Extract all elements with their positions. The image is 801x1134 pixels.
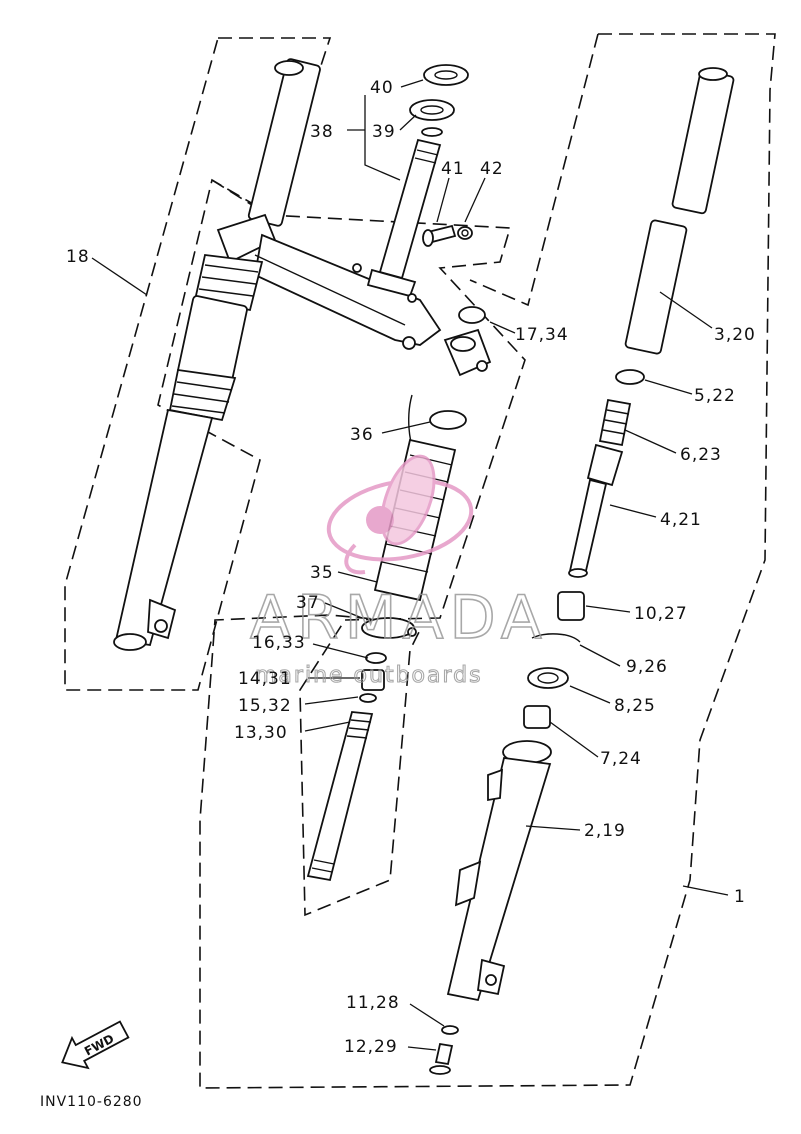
fwd-arrow-icon: FWD xyxy=(61,1020,130,1070)
callout-7-24: 7,24 xyxy=(600,749,642,769)
callout-3-20: 3,20 xyxy=(714,325,756,345)
steering-stem xyxy=(366,64,469,303)
callout-4-21: 4,21 xyxy=(660,510,702,530)
callout-39: 39 xyxy=(372,122,396,142)
callout-35: 35 xyxy=(310,563,334,583)
callout-41: 41 xyxy=(441,159,465,179)
watermark: ARMADA marine outboards xyxy=(249,454,548,689)
right-small-parts xyxy=(523,591,585,729)
callout-36: 36 xyxy=(350,425,374,445)
callout-42: 42 xyxy=(480,159,504,179)
outer-tube xyxy=(429,740,552,1075)
group-outline-center xyxy=(211,179,526,917)
left-fork-assembly xyxy=(113,58,442,651)
leader-lines xyxy=(91,79,729,1051)
bolt-and-washer xyxy=(422,224,473,247)
callout-1: 1 xyxy=(734,887,746,907)
callout-8-25: 8,25 xyxy=(614,696,656,716)
callout-labels: 18 40 39 38 41 42 17,34 3,20 5,22 6,23 4… xyxy=(66,78,756,1057)
callout-14-31: 14,31 xyxy=(238,669,292,689)
callout-13-30: 13,30 xyxy=(234,723,288,743)
callout-10-27: 10,27 xyxy=(634,604,688,624)
callout-40: 40 xyxy=(370,78,394,98)
callout-38: 38 xyxy=(310,122,334,142)
diagram-code: INV110-6280 xyxy=(40,1094,143,1110)
watermark-logo-icon xyxy=(326,454,474,575)
callout-17-34: 17,34 xyxy=(515,325,569,345)
clamp-part xyxy=(443,306,492,377)
callout-16-33: 16,33 xyxy=(252,633,306,653)
callout-11-28: 11,28 xyxy=(346,993,400,1013)
callout-5-22: 5,22 xyxy=(694,386,736,406)
callout-2-19: 2,19 xyxy=(584,821,626,841)
group-outline-right-assembly xyxy=(199,33,776,1089)
callout-15-32: 15,32 xyxy=(238,696,292,716)
watermark-tagline: marine outboards xyxy=(255,663,483,688)
callout-37: 37 xyxy=(296,593,320,613)
callout-18: 18 xyxy=(66,247,90,267)
watermark-brand: ARMADA xyxy=(250,583,548,653)
callout-12-29: 12,29 xyxy=(344,1037,398,1057)
right-tube-parts xyxy=(568,67,735,578)
damper-rod xyxy=(306,652,387,882)
callout-6-23: 6,23 xyxy=(680,445,722,465)
callout-9-26: 9,26 xyxy=(626,657,668,677)
